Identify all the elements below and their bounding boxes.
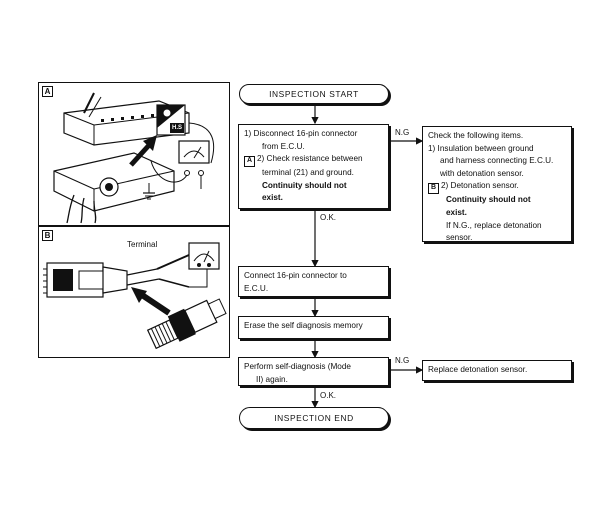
replace-sensor-line1: Replace detonation sensor. xyxy=(428,365,528,374)
step2-box: Connect 16-pin connector to E.C.U. xyxy=(238,266,389,297)
ng-check-line7: exist. xyxy=(446,207,467,217)
ng-check-line8: If N.G., replace detonation xyxy=(446,220,542,230)
ng-check-line6: Continuity should not xyxy=(446,195,531,205)
step1-line2: from E.C.U. xyxy=(262,141,305,151)
ng-check-box: Check the following items. 1) Insulation… xyxy=(422,126,572,242)
figure-a-ecu-illustration xyxy=(53,92,215,224)
ng-label-1: N.G xyxy=(395,128,410,137)
hs-nameplate-label: H.S xyxy=(171,125,182,131)
inspection-start-text: INSPECTION START xyxy=(269,89,359,99)
figure-a-badge: A xyxy=(42,86,53,97)
step1-line6: exist. xyxy=(262,193,283,203)
ng-check-line5: 2) Detonation sensor. xyxy=(441,181,519,191)
step1-line5: Continuity should not xyxy=(262,180,347,190)
figure-b-badge: B xyxy=(42,230,53,241)
step1-line1: 1) Disconnect 16-pin connector xyxy=(244,129,358,138)
step4-line1: Perform self-diagnosis (Mode xyxy=(244,362,351,371)
figure-b-sensor-illustration xyxy=(43,242,227,350)
step4-box: Perform self-diagnosis (Mode II) again. xyxy=(238,357,389,386)
step2-line1: Connect 16-pin connector to xyxy=(244,271,347,280)
ng-check-line9: sensor. xyxy=(446,233,473,243)
ng-check-line4: with detonation sensor. xyxy=(440,168,524,178)
ng-label-2: N.G xyxy=(395,356,410,365)
step1-line4: terminal (21) and ground. xyxy=(262,168,354,178)
inspection-end-terminal: INSPECTION END xyxy=(239,407,389,429)
step1-badge: A xyxy=(244,156,255,168)
terminal-label: Terminal xyxy=(127,240,158,249)
ok-label-1: O.K. xyxy=(320,213,337,222)
figure-a-panel: A xyxy=(38,82,230,226)
replace-sensor-box: Replace detonation sensor. xyxy=(422,360,572,381)
step3-line1: Erase the self diagnosis memory xyxy=(244,321,363,330)
step1-line3: 2) Check resistance between xyxy=(257,154,363,164)
ng-check-badge: B xyxy=(428,183,439,195)
step1-box: 1) Disconnect 16-pin connector from E.C.… xyxy=(238,124,389,209)
ng-check-line1: Check the following items. xyxy=(428,131,524,140)
step3-box: Erase the self diagnosis memory xyxy=(238,316,389,339)
figure-b-panel: B Terminal xyxy=(38,226,230,358)
ng-check-line2: 1) Insulation between ground xyxy=(428,143,534,153)
inspection-end-text: INSPECTION END xyxy=(274,413,354,423)
step4-line2: II) again. xyxy=(256,374,288,384)
ng-check-line3: and harness connecting E.C.U. xyxy=(440,156,554,166)
inspection-start-terminal: INSPECTION START xyxy=(239,84,389,104)
ok-label-2: O.K. xyxy=(320,391,337,400)
step2-line2: E.C.U. xyxy=(244,283,269,293)
